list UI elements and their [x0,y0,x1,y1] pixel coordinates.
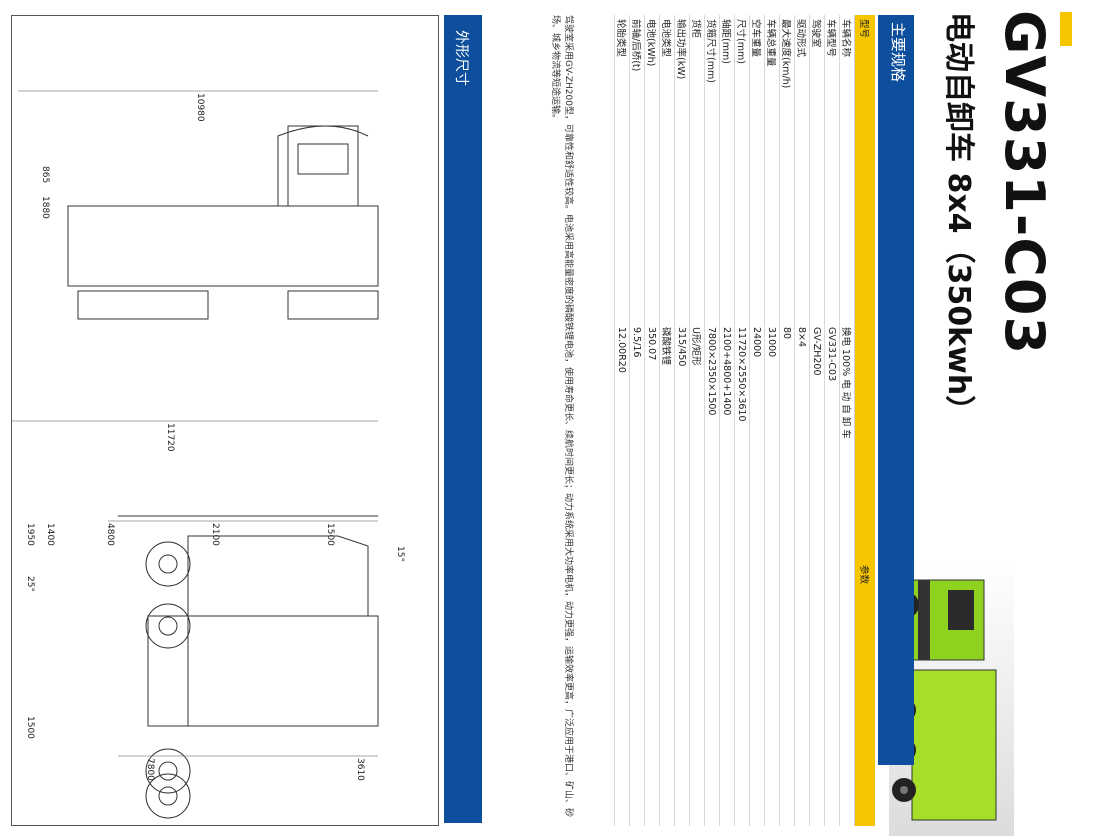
spec-key: 驾驶室 [809,15,825,323]
spec-value: 24000 [749,323,765,826]
spec-section-title: 主要规格 [889,22,907,83]
spec-key: 车辆型号 [824,15,840,323]
spec-row: 最大速度(km/h)80 [779,15,795,826]
spec-table-header: 型号 参数 [854,15,875,826]
spec-row: 输出功率(kW)315/450 [674,15,690,826]
spec-value: 2100+4800+1400 [719,323,735,826]
dim-section-title: 外形尺寸 [453,30,469,86]
dim-angle-rear: 25° [25,576,35,592]
dim-1880: 1880 [40,196,50,219]
spec-value: 8×4 [794,323,810,826]
drawing-svg: 3610 7800 15° 1500 2100 4800 1400 11720 … [0,90,405,819]
dim-11720: 11720 [165,423,175,452]
dim-1950: 1950 [25,523,35,546]
spec-row: 尺寸(mm)11720×2550×3610 [734,15,750,826]
spec-key: 电池(kWh) [644,15,660,323]
dim-angle-front: 15° [395,546,405,562]
spec-key: 电池类型 [659,15,675,323]
spec-value: GV-ZH200 [809,323,825,826]
spec-value: 350.07 [644,323,660,826]
spec-key: 前轴/后桥(t) [629,15,645,323]
side-cab-outline [187,535,369,616]
spec-row: 车辆名称换电 100% 电 动 自 卸 车 [839,15,855,826]
spec-row: 货箱尺寸(mm)7800×2350×1500 [704,15,720,826]
description-note: 驾驶室采用GV-ZH200型，可靠性和舒适性较高。电池采用高能量密度的磷酸铁锂电… [550,15,573,817]
spec-key: 车辆总重量 [764,15,780,323]
spec-header-value: 参数 [854,323,875,826]
accent-bar [1060,12,1072,46]
dim-section-band [444,15,482,823]
spec-value: 315/450 [674,323,690,826]
spec-row: 电池(kWh)350.07 [644,15,660,826]
spec-section-band [878,15,914,765]
spec-key: 货箱尺寸(mm) [704,15,720,323]
dim-1400: 1400 [45,523,55,546]
spec-value: 80 [779,323,795,826]
dimension-drawing: 3610 7800 15° 1500 2100 4800 1400 11720 … [0,15,439,826]
dim-height: 3610 [355,758,365,781]
spec-value: 12.00R20 [614,323,630,826]
spec-value: 换电 100% 电 动 自 卸 车 [839,323,855,826]
spec-value: 7800×2350×1500 [704,323,720,826]
spec-row: 轴距(mm)2100+4800+1400 [719,15,735,826]
dim-1500: 1500 [325,523,335,546]
spec-value: 11720×2550×3610 [734,323,750,826]
spec-value: GV331-C03 [824,323,840,826]
spec-key: 驱动形式 [794,15,810,323]
dim-10980: 10980 [195,93,205,122]
spec-key: 空车重量 [749,15,765,323]
spec-key: 输出功率(kW) [674,15,690,323]
spec-key: 尺寸(mm) [734,15,750,323]
dim-4800: 4800 [105,523,115,546]
spec-row: 前轴/后桥(t)9.5/16 [629,15,645,826]
spec-key: 车辆名称 [839,15,855,323]
dim-1500-rear: 1500 [25,716,35,739]
product-subtitle: 电动自卸车 8x4（350kwh） [941,12,976,426]
spec-row: 电池类型磷酸铁锂 [659,15,675,826]
dim-865: 865 [40,166,50,183]
spec-header-key: 型号 [854,15,875,323]
spec-value: 9.5/16 [629,323,645,826]
spec-value: 磷酸铁锂 [659,323,675,826]
model-title: GV331-C03 [993,10,1056,356]
spec-key: 最大速度(km/h) [779,15,795,323]
dim-2100: 2100 [210,523,220,546]
spec-key: 轴距(mm) [719,15,735,323]
spec-value: U形/矩形 [689,323,705,826]
dim-body-length: 7800 [145,758,155,781]
side-cargo-outline [147,615,379,727]
spec-value: 31000 [764,323,780,826]
spec-key: 货柜 [689,15,705,323]
top-frame-outline [67,205,379,287]
spec-key: 轮胎类型 [614,15,630,323]
